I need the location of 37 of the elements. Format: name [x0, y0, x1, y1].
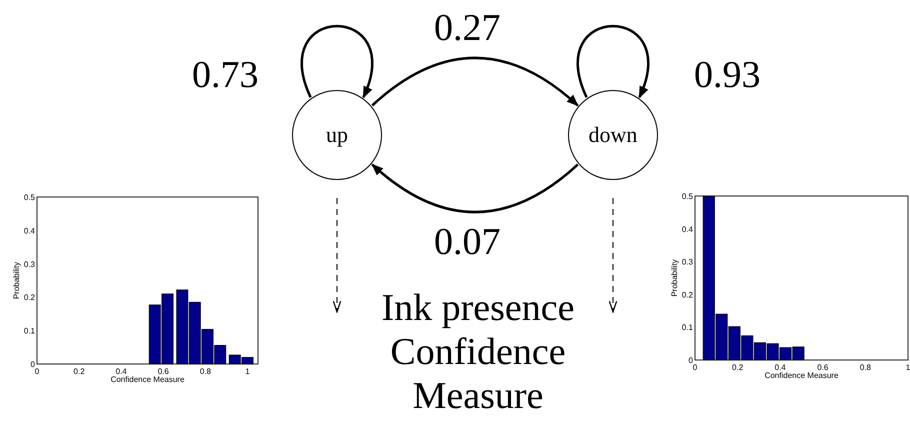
transition-arrow: [576, 24, 650, 98]
axis-title: Probability: [12, 262, 21, 300]
tick-label: 0: [692, 363, 698, 372]
annotation-text: Ink presence Confidence Measure: [380, 286, 576, 418]
tick-label: 0: [30, 360, 35, 369]
tick-label: 0.4: [774, 363, 786, 372]
transition-arrow: [371, 164, 579, 214]
tick-label: 0.2: [732, 363, 744, 372]
dashed-arrow: [332, 198, 342, 313]
axis-title: Confidence Measure: [110, 375, 184, 384]
tick-label: 0.2: [24, 293, 35, 302]
tick-label: 0.5: [682, 192, 693, 201]
tick-label: 0.8: [200, 367, 211, 376]
tick-label: 0.5: [24, 193, 35, 202]
state-circle: down: [568, 90, 658, 180]
tick-label: 0.2: [74, 367, 85, 376]
tick-label: 1: [245, 367, 250, 376]
tick-label: 0.4: [116, 367, 127, 376]
tick-label: 0.6: [158, 367, 169, 376]
tick-label: 1: [906, 363, 910, 372]
tick-label: 0.3: [24, 260, 35, 269]
tick-label: 0.3: [682, 258, 693, 267]
transition-arrow: [371, 56, 579, 106]
tick-label: 0.6: [817, 363, 828, 372]
tick-label: 0.4: [24, 226, 35, 236]
transition-arrow: [300, 24, 374, 98]
tick-label: 0.4: [682, 224, 693, 234]
tick-label: 0: [688, 356, 693, 365]
tick-label: 0.1: [682, 323, 693, 332]
axis-title: Confidence Measure: [764, 371, 838, 380]
dashed-arrow: [608, 198, 618, 313]
state-circle: up: [292, 90, 382, 180]
tick-label: 0.8: [860, 363, 871, 372]
tick-label: 0.1: [24, 326, 35, 336]
tick-label: 0: [34, 367, 40, 376]
tick-label: 0.2: [682, 290, 693, 300]
axis-title: Probability: [670, 259, 679, 297]
